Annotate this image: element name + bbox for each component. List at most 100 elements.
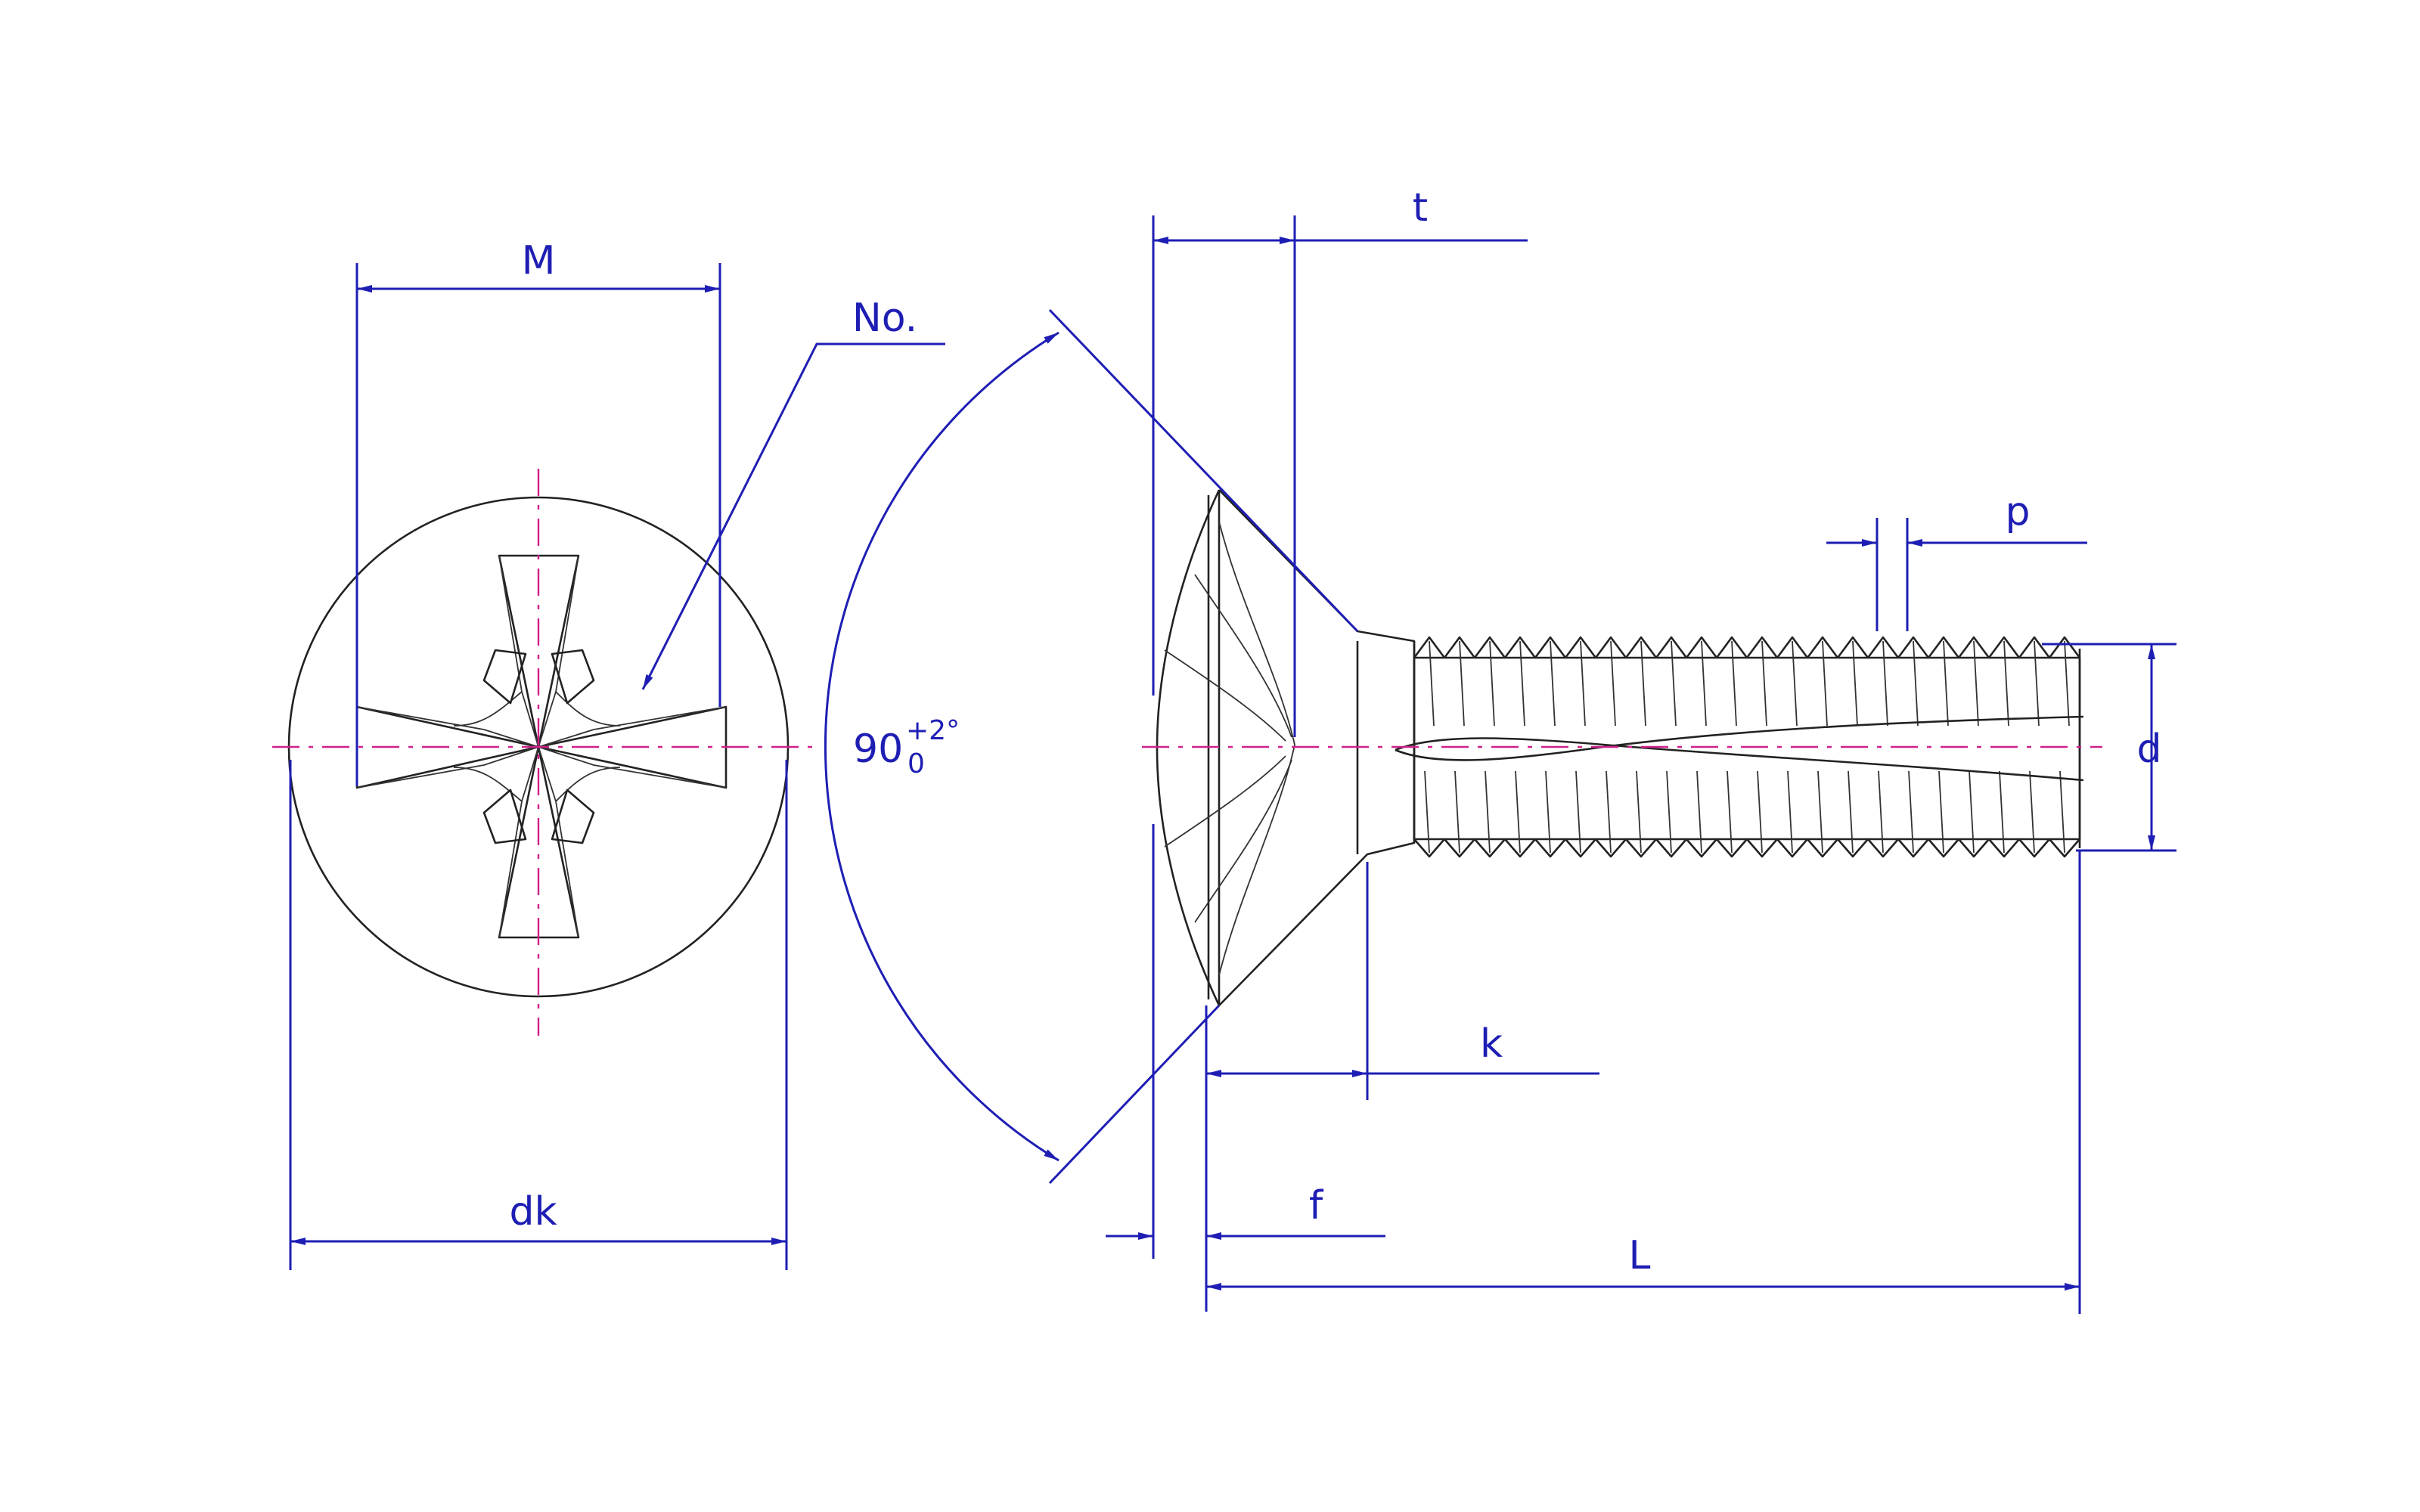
thread-helix-groove xyxy=(1395,715,2084,761)
thread-flank-line xyxy=(1792,640,1798,727)
thread-flank-line xyxy=(1969,770,1975,854)
thread-tooth-bottom xyxy=(1988,838,2020,858)
thread-flank-line xyxy=(2029,770,2035,854)
thread-tooth-bottom xyxy=(1655,838,1687,858)
thread-tooth-top xyxy=(1715,636,1748,658)
label-angle-tol-lower: 0 xyxy=(908,748,925,779)
thread-tooth-top xyxy=(1957,636,1990,658)
thread-flank-line xyxy=(1817,770,1823,854)
thread-flank-line xyxy=(1666,770,1672,854)
thread-tooth-bottom xyxy=(1444,838,1475,858)
thread-tooth-top xyxy=(1594,636,1627,658)
thread-tooth-top xyxy=(1745,636,1779,658)
thread-tooth-bottom xyxy=(2018,838,2050,858)
thread-flank-line xyxy=(1852,640,1858,727)
thread-tooth-top xyxy=(1413,636,1446,658)
thread-tooth-top xyxy=(1534,636,1567,658)
thread-tooth-bottom xyxy=(1686,838,1717,858)
thread-flank-line xyxy=(1731,640,1737,727)
thread-tooth-bottom xyxy=(1867,838,1899,858)
thread-flank-line xyxy=(1485,770,1491,854)
thread-flank-line xyxy=(1636,770,1642,854)
label-f: f xyxy=(1309,1183,1324,1228)
thread-flank-line xyxy=(1515,770,1521,854)
label-p: p xyxy=(2005,489,2030,534)
thread-flank-line xyxy=(1640,640,1646,727)
thread-flank-line xyxy=(1757,770,1763,854)
thread-flank-line xyxy=(1938,770,1944,854)
thread-tooth-bottom xyxy=(1595,838,1627,858)
thread-flank-line xyxy=(1429,640,1435,727)
label-d: d xyxy=(2136,727,2161,772)
thread-tooth-top xyxy=(1503,636,1537,658)
thread-flank-line xyxy=(1787,770,1793,854)
thread-tooth-bottom xyxy=(1413,838,1445,858)
thread-tooth-top xyxy=(1685,636,1718,658)
label-m: M xyxy=(522,238,556,284)
thread-flank-line xyxy=(2059,770,2065,854)
head-top-view: M No. dk xyxy=(272,238,945,1270)
thread-flank-line xyxy=(2064,640,2070,727)
thread-tooth-bottom xyxy=(1504,838,1536,858)
thread-tooth-top xyxy=(1443,636,1476,658)
thread-flank-line xyxy=(1913,640,1919,727)
thread-flank-line xyxy=(1908,770,1914,854)
thread-flank-line xyxy=(2003,640,2009,727)
thread-tooth-bottom xyxy=(1534,838,1566,858)
thread-teeth xyxy=(1413,636,2081,858)
thread-flank-line xyxy=(1610,640,1616,727)
screw-side-view: t 90 +2° 0 k f L p d xyxy=(824,185,2176,1314)
leader-no xyxy=(641,342,945,690)
thread-flank-line xyxy=(1545,770,1551,854)
thread-tooth-bottom xyxy=(1716,838,1748,858)
thread-tooth-bottom xyxy=(1807,838,1838,858)
thread-flank-line xyxy=(1671,640,1677,727)
thread-core xyxy=(1413,656,2081,841)
thread-flank-line xyxy=(1999,770,2005,854)
thread-tooth-top xyxy=(1473,636,1506,658)
thread-flank-line xyxy=(1943,640,1949,727)
thread-tooth-top xyxy=(1564,636,1597,658)
thread-tooth-top xyxy=(2048,636,2081,658)
thread-tooth-bottom xyxy=(1837,838,1869,858)
thread-flank-line xyxy=(1701,640,1707,727)
thread-tooth-top xyxy=(1836,636,1869,658)
thread-flank-line xyxy=(1727,770,1733,854)
thread-tooth-bottom xyxy=(1625,838,1657,858)
thread-flank-line xyxy=(1454,770,1460,854)
label-angle-value: 90 xyxy=(853,727,903,772)
thread-tooth-top xyxy=(1806,636,1839,658)
thread-flank-line xyxy=(1882,640,1888,727)
thread-flank-line xyxy=(1696,770,1702,854)
thread-tooth-top xyxy=(1927,636,1960,658)
cross-recess-icon xyxy=(355,554,728,939)
thread-flank-line xyxy=(1606,770,1612,854)
head-face xyxy=(1156,489,1221,1006)
thread-flank-line xyxy=(1424,770,1430,854)
thread-flank-line xyxy=(1489,640,1495,727)
thread-tooth-top xyxy=(1897,636,1930,658)
thread-flank-line xyxy=(1550,640,1556,727)
label-angle-tol-upper: +2° xyxy=(906,715,960,746)
thread-tooth-top xyxy=(2018,636,2051,658)
label-t: t xyxy=(1413,185,1428,231)
thread-tooth-top xyxy=(1866,636,1900,658)
thread-flank-line xyxy=(1822,640,1828,727)
thread-flank-line xyxy=(1878,770,1884,854)
label-k: k xyxy=(1480,1021,1503,1067)
thread-tooth-bottom xyxy=(1746,838,1778,858)
thread-tooth-bottom xyxy=(1928,838,1959,858)
label-no: No. xyxy=(852,296,917,341)
thread-flank-line xyxy=(1580,640,1586,727)
thread-flank-line xyxy=(1519,640,1525,727)
thread-flank-line xyxy=(1848,770,1854,854)
thread-tooth-bottom xyxy=(1958,838,1990,858)
thread-tooth-top xyxy=(1655,636,1688,658)
label-dk: dk xyxy=(509,1189,557,1235)
thread-tooth-bottom xyxy=(1897,838,1929,858)
angle-arc xyxy=(824,331,1060,1162)
thread-tooth-top xyxy=(1624,636,1658,658)
thread-flank-line xyxy=(1973,640,1979,727)
thread-tooth-top xyxy=(1776,636,1809,658)
